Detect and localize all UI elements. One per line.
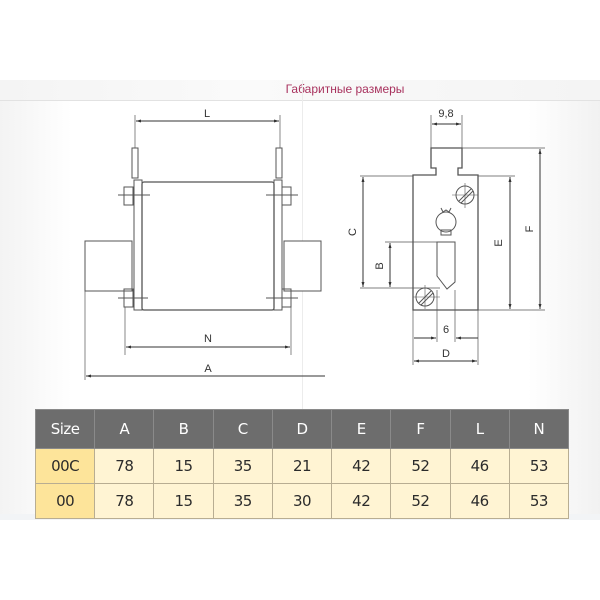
- cell-a: 78: [94, 448, 155, 484]
- cell-d: 30: [271, 483, 333, 519]
- label-N: N: [204, 333, 212, 345]
- label-D: D: [442, 348, 450, 360]
- label-B: B: [374, 262, 386, 269]
- label-E: E: [493, 239, 505, 246]
- front-view: [84, 115, 325, 380]
- col-header-a: A: [94, 409, 155, 449]
- col-header-b: B: [153, 409, 214, 449]
- cell-n: 53: [508, 448, 570, 484]
- col-header-l: L: [449, 409, 510, 449]
- page-seam: [302, 80, 303, 517]
- cell-e: 42: [331, 448, 392, 484]
- title-bar: [0, 80, 600, 101]
- label-A: A: [204, 363, 212, 375]
- cell-n: 53: [508, 483, 570, 519]
- cell-l: 46: [449, 483, 510, 519]
- table-header-row: Size A B C D E F L N: [34, 409, 570, 449]
- cell-f: 52: [390, 448, 451, 484]
- cell-l: 46: [449, 448, 510, 484]
- col-header-c: C: [212, 409, 273, 449]
- table-row: 00C 78 15 35 21 42 52 46 53: [34, 448, 570, 484]
- cell-d: 21: [271, 448, 333, 484]
- label-L: L: [204, 108, 210, 120]
- label-C: C: [347, 228, 359, 236]
- side-view: [360, 115, 545, 365]
- cell-a: 78: [94, 483, 155, 519]
- label-9-8: 9,8: [438, 108, 453, 120]
- label-F: F: [524, 225, 536, 232]
- cell-c: 35: [212, 448, 273, 484]
- size-cell: 00C: [34, 448, 96, 484]
- col-header-size: Size: [34, 409, 96, 449]
- col-header-f: F: [390, 409, 451, 449]
- table-row: 00 78 15 35 30 42 52 46 53: [34, 483, 570, 519]
- size-cell: 00: [34, 483, 96, 519]
- cell-b: 15: [153, 483, 214, 519]
- label-6: 6: [443, 324, 449, 336]
- cell-b: 15: [153, 448, 214, 484]
- dimensions-table: Size A B C D E F L N 00C 78 15 35 21 42 …: [34, 409, 570, 519]
- cell-e: 42: [331, 483, 392, 519]
- cell-f: 52: [390, 483, 451, 519]
- col-header-n: N: [508, 409, 570, 449]
- page-title: Габаритные размеры: [285, 82, 405, 96]
- col-header-e: E: [331, 409, 392, 449]
- cell-c: 35: [212, 483, 273, 519]
- col-header-d: D: [271, 409, 333, 449]
